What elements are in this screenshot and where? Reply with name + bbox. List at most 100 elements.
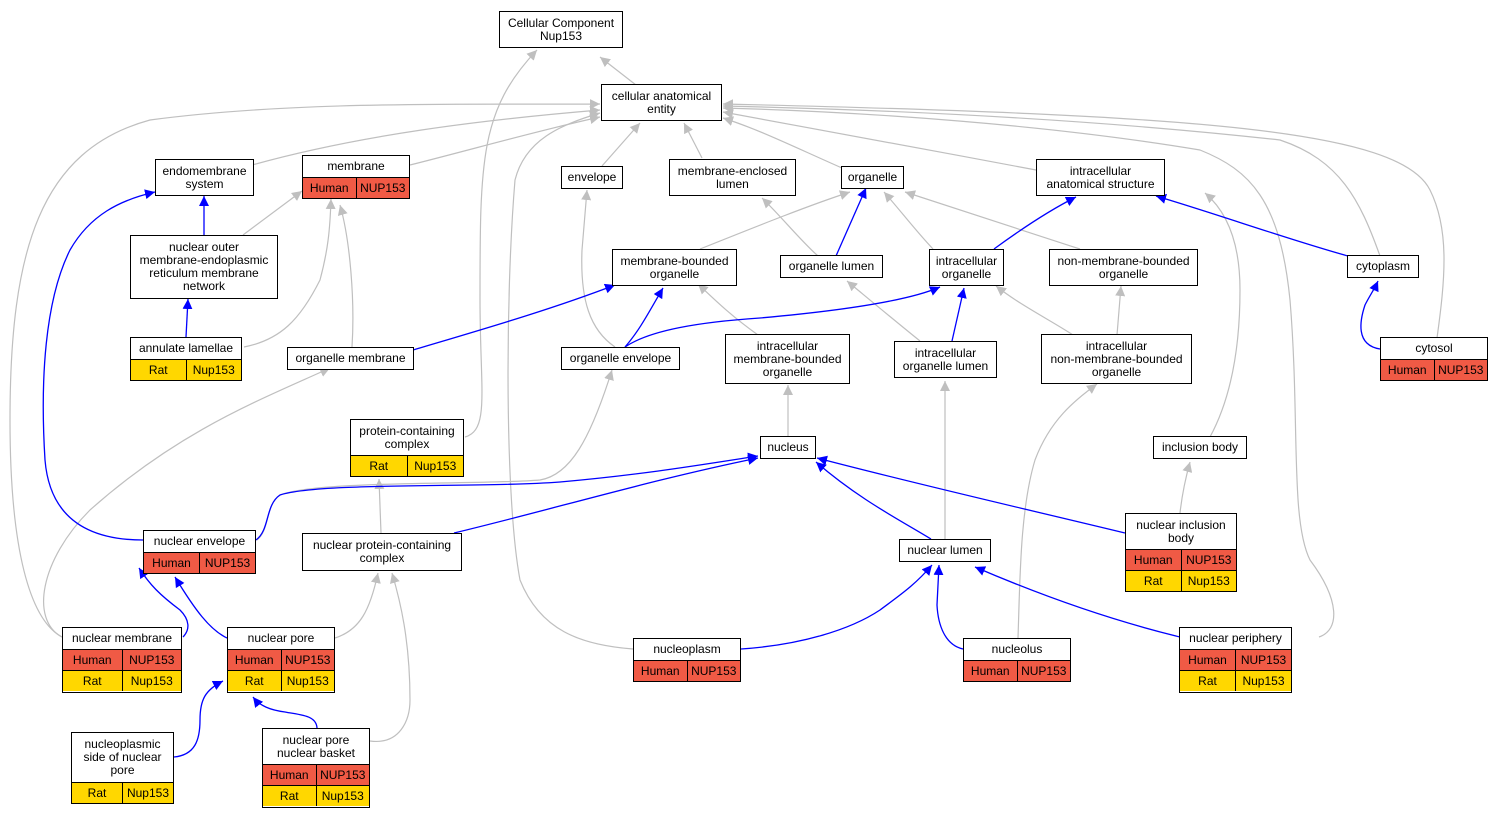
edge-om-mem xyxy=(337,204,354,348)
gene-cell: NUP153 xyxy=(1438,363,1484,377)
node-label: organelle envelope xyxy=(569,351,672,365)
gene-cell: NUP153 xyxy=(285,653,331,667)
node-intracellular-organelle-lumen[interactable]: intracellular organelle lumen xyxy=(894,341,997,378)
edge-ib-ias xyxy=(1204,192,1241,438)
node-label: intracellular non-membrane-bounded organ… xyxy=(1050,338,1183,379)
edge-al-nom xyxy=(182,298,193,338)
node-label: annulate lamellae xyxy=(138,341,234,355)
node-cellular-component[interactable]: Cellular Component Nup153 xyxy=(499,11,623,48)
node-cellular-anatomical-entity[interactable]: cellular anatomical entity xyxy=(601,84,722,121)
edge-io-org xyxy=(883,191,934,250)
node-envelope[interactable]: envelope xyxy=(561,166,623,189)
edge-ne-ems xyxy=(42,189,156,541)
species-cell: Human xyxy=(228,650,282,670)
edge-inmbo-nmbo xyxy=(1115,285,1126,336)
node-label: organelle membrane xyxy=(295,351,406,365)
node-nuclear-protein-containing-complex[interactable]: nuclear protein-containing complex xyxy=(302,533,462,571)
species-cell: Human xyxy=(634,661,688,681)
edge-nm-cae xyxy=(9,99,601,638)
species-cell: Rat xyxy=(131,360,187,380)
node-label: membrane xyxy=(327,159,385,173)
node-nuclear-outer-membrane-er-network[interactable]: nuclear outer membrane-endoplasmic retic… xyxy=(130,235,278,299)
node-nucleus[interactable]: nucleus xyxy=(760,436,816,459)
node-label: nucleoplasm xyxy=(653,642,721,656)
edge-om-mbo xyxy=(412,283,616,351)
edge-nlo-inmbo xyxy=(1017,383,1098,639)
edge-nm-ne xyxy=(138,567,189,638)
gene-cell: NUP153 xyxy=(360,181,406,195)
species-cell: Rat xyxy=(228,671,282,691)
node-endomembrane-system[interactable]: endomembrane system xyxy=(155,159,254,196)
edge-nm-om xyxy=(43,367,331,638)
edge-nps-cae xyxy=(507,111,634,650)
node-organelle-envelope[interactable]: organelle envelope xyxy=(561,347,680,370)
node-cytoplasm[interactable]: cytoplasm xyxy=(1347,255,1419,278)
gene-cell: Nup153 xyxy=(130,674,173,688)
edge-cyto-cyt xyxy=(1360,280,1381,350)
node-intracellular-non-membrane-bounded-organelle[interactable]: intracellular non-membrane-bounded organ… xyxy=(1041,334,1192,384)
edge-npcc-nuc xyxy=(453,455,759,534)
node-label: nuclear inclusion body xyxy=(1136,517,1226,545)
edge-iol-olu xyxy=(846,280,921,342)
species-cell: Rat xyxy=(1180,671,1236,691)
edge-imbo-mbo xyxy=(697,283,759,336)
node-label: nucleus xyxy=(767,440,809,454)
node-membrane-enclosed-lumen[interactable]: membrane-enclosed lumen xyxy=(669,159,796,196)
edge-olu-org xyxy=(835,187,867,257)
node-intracellular-anatomical-structure[interactable]: intracellular anatomical structure xyxy=(1036,159,1165,196)
gene-cell: NUP153 xyxy=(1021,664,1067,678)
node-label: intracellular organelle xyxy=(935,253,998,281)
edge-oe-io xyxy=(624,286,941,348)
node-organelle-lumen[interactable]: organelle lumen xyxy=(780,255,883,278)
node-membrane-bounded-organelle[interactable]: membrane-bounded organelle xyxy=(612,249,737,286)
node-label: organelle xyxy=(847,170,898,184)
node-intracellular-membrane-bounded-organelle[interactable]: intracellular membrane-bounded organelle xyxy=(725,334,850,384)
edge-nom-mem xyxy=(242,190,303,236)
edge-al-mem xyxy=(243,198,336,348)
edge-npnb-np xyxy=(252,696,318,731)
species-cell: Human xyxy=(144,553,200,573)
edge-ems-cae xyxy=(251,105,601,166)
node-organelle[interactable]: organelle xyxy=(841,166,904,189)
node-label: nuclear outer membrane-endoplasmic retic… xyxy=(139,240,269,293)
node-non-membrane-bounded-organelle[interactable]: non-membrane-bounded organelle xyxy=(1049,249,1198,286)
node-label: intracellular membrane-bounded organelle xyxy=(733,338,842,379)
node-label: cytoplasm xyxy=(1355,259,1411,273)
node-label: intracellular organelle lumen xyxy=(902,345,989,373)
species-cell: Human xyxy=(964,661,1018,681)
gene-cell: Nup153 xyxy=(414,459,457,473)
node-intracellular-organelle[interactable]: intracellular organelle xyxy=(929,249,1004,286)
node-label: protein-containing complex xyxy=(359,423,455,451)
node-organelle-membrane[interactable]: organelle membrane xyxy=(287,347,414,370)
edge-inmbo-io xyxy=(995,285,1074,336)
gene-cell: NUP153 xyxy=(1186,553,1232,567)
edge-nper-cae xyxy=(722,103,1335,638)
edge-nmbo-org xyxy=(904,190,1081,250)
node-inclusion-body[interactable]: inclusion body xyxy=(1153,436,1247,459)
node-nuclear-lumen[interactable]: nuclear lumen xyxy=(899,539,991,562)
